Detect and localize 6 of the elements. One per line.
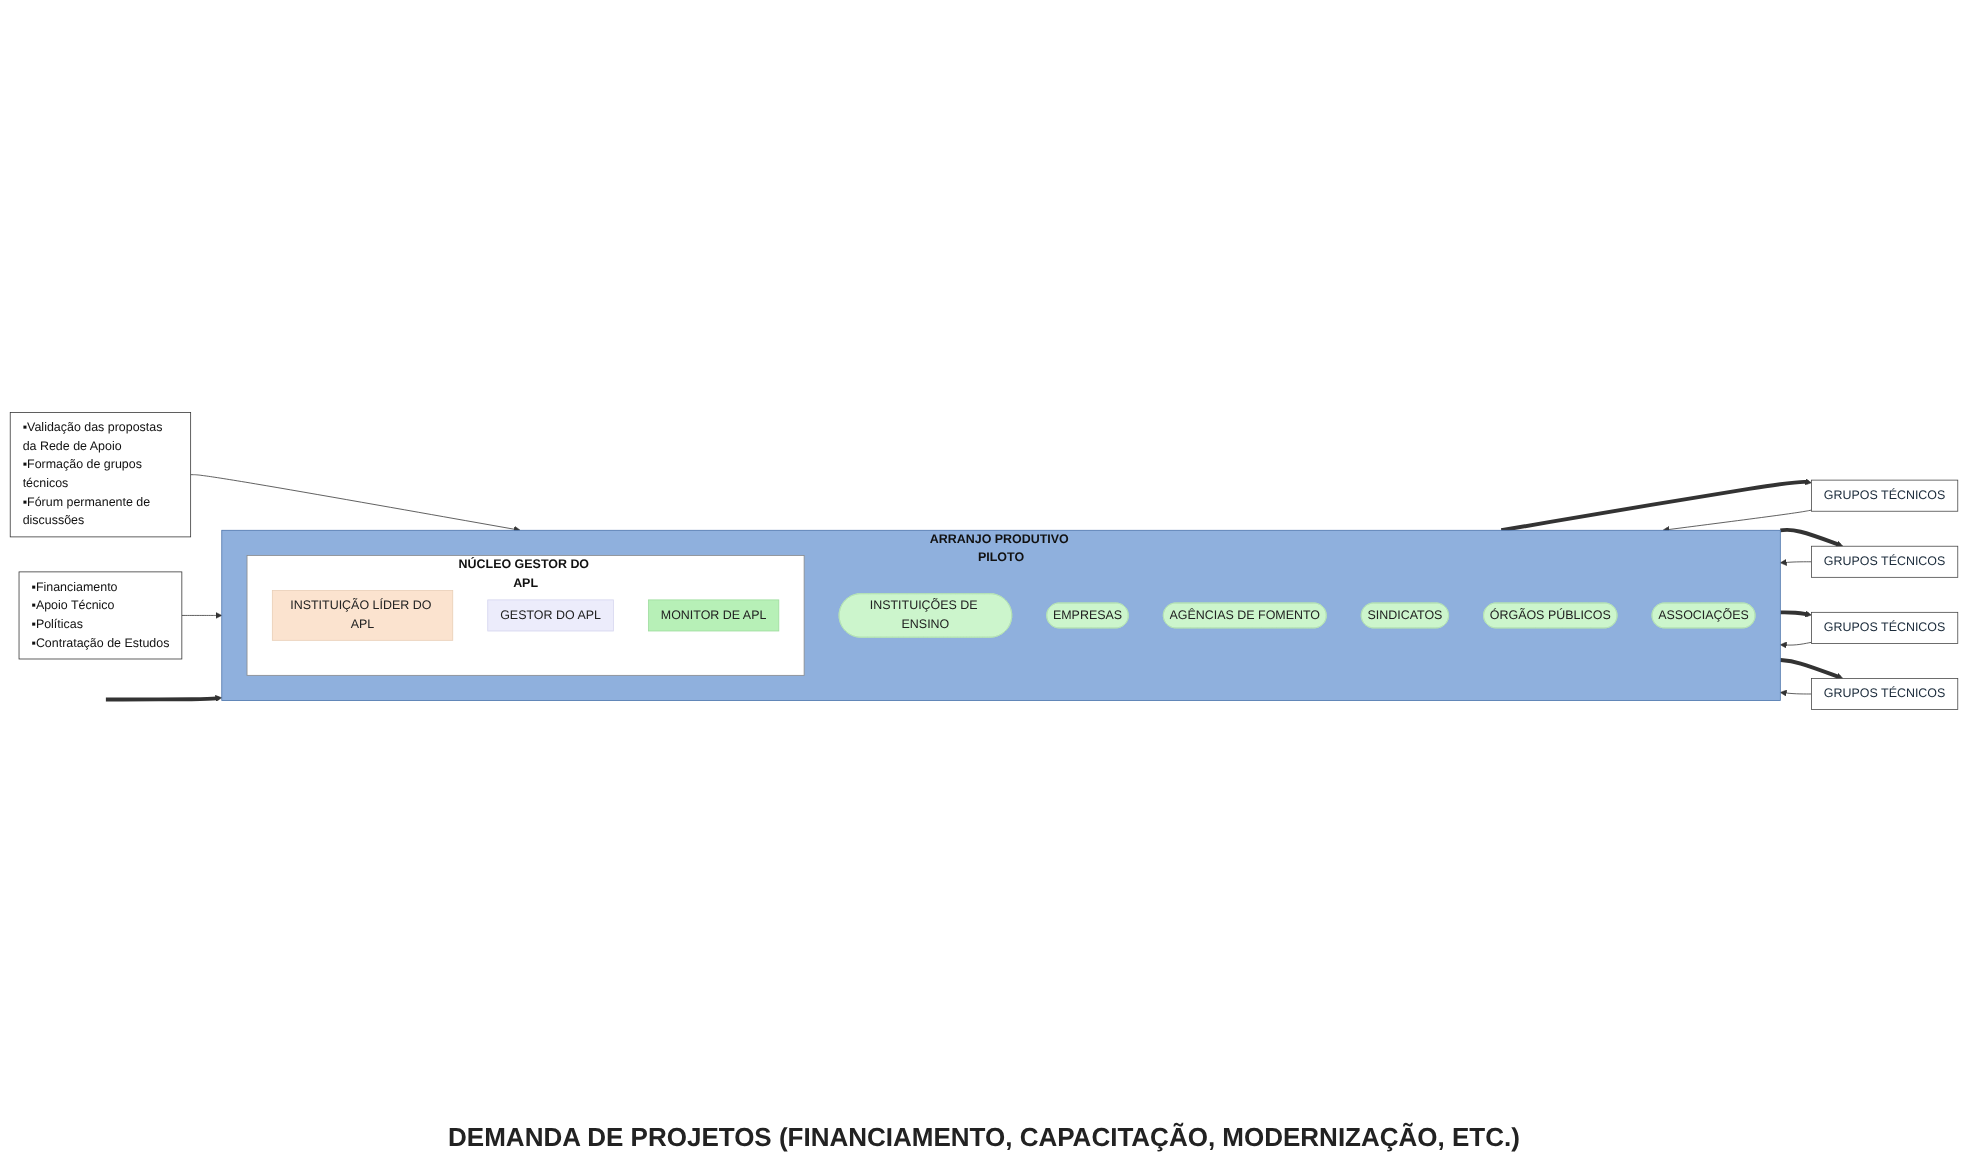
arrow [1500,478,1812,533]
arrow [1780,527,1844,548]
arrow [1780,610,1812,618]
arrow [105,695,223,702]
note-text: DEMANDA DE PROJETOS (FINANCIAMENTO, CAPACITAÇÃO, MODERNIZAÇÃO, ETC.) [448,1122,1520,1152]
arrow [1780,658,1844,680]
